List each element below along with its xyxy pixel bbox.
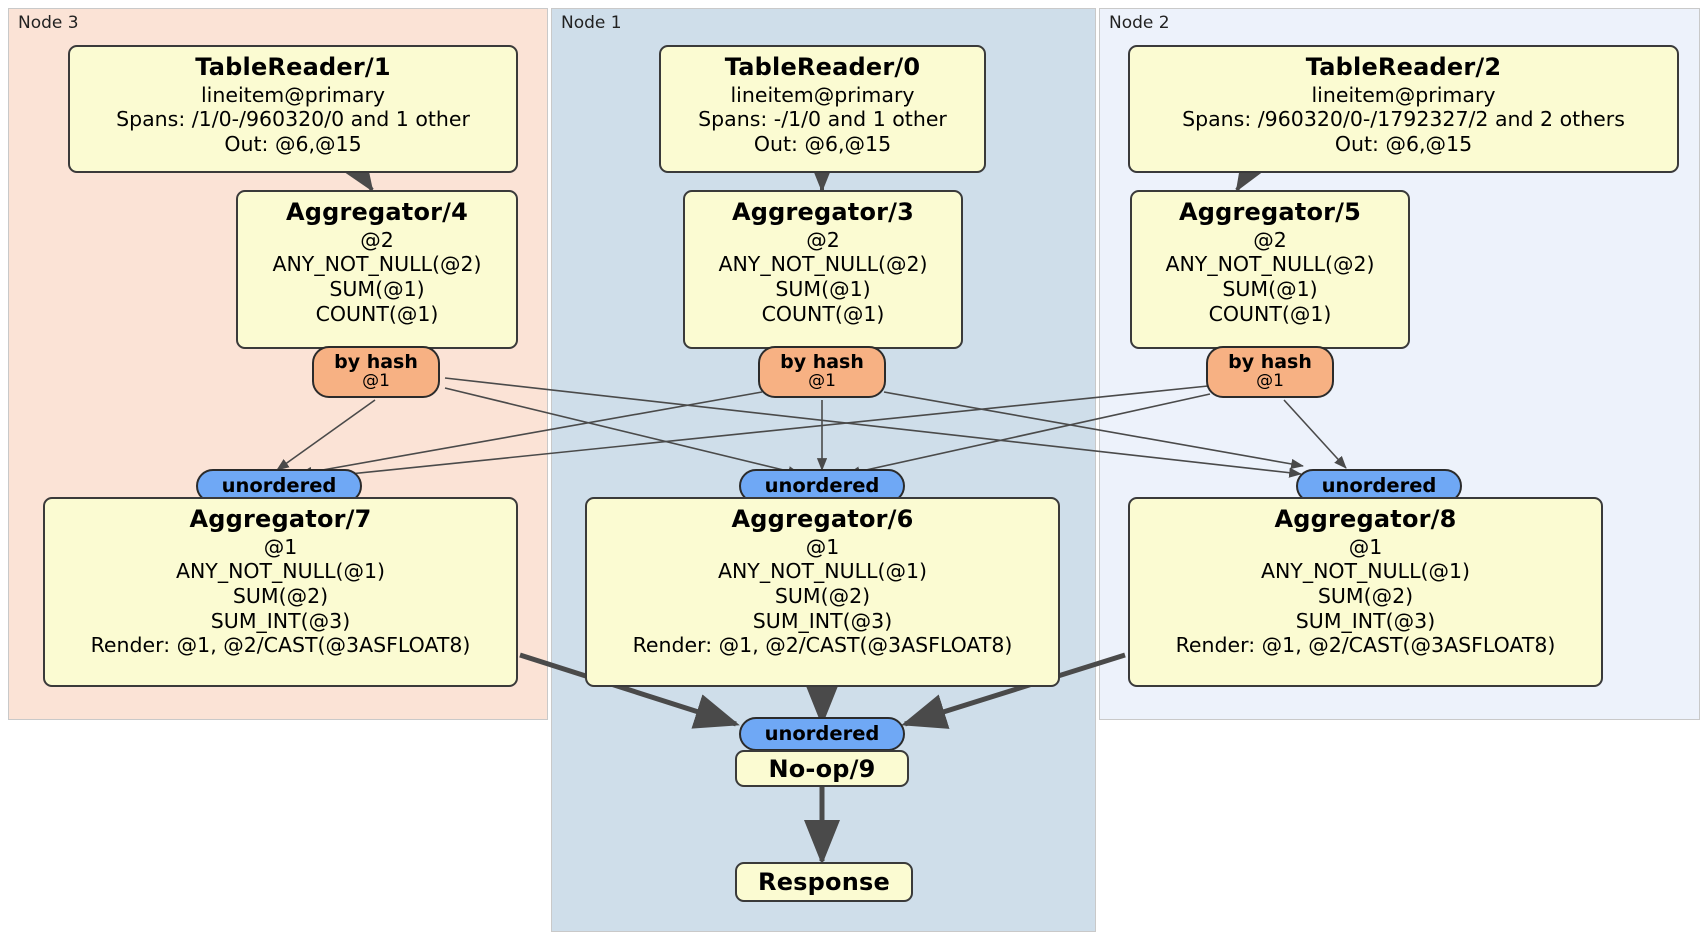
- processor-aggregator-8[interactable]: Aggregator/8 @1 ANY_NOT_NULL(@1) SUM(@2)…: [1128, 497, 1603, 687]
- processor-title: Aggregator/4: [285, 198, 469, 226]
- processor-title: Aggregator/3: [731, 198, 915, 226]
- synchronizer-label: unordered: [221, 473, 337, 497]
- processor-title: TableReader/2: [1305, 53, 1502, 81]
- processor-line: Spans: /960320/0-/1792327/2 and 2 others: [1182, 107, 1625, 132]
- hash-router-column: @1: [362, 371, 390, 392]
- processor-title: Aggregator/8: [1274, 505, 1457, 533]
- hash-router-label: by hash: [780, 351, 864, 374]
- processor-line: SUM(@1): [775, 276, 871, 301]
- processor-line: COUNT(@1): [315, 301, 439, 326]
- processor-line: @1: [1348, 534, 1383, 559]
- processor-line: SUM_INT(@3): [752, 608, 893, 633]
- processor-aggregator-3[interactable]: Aggregator/3 @2 ANY_NOT_NULL(@2) SUM(@1)…: [683, 190, 963, 349]
- processor-line: lineitem@primary: [1311, 82, 1496, 107]
- processor-aggregator-4[interactable]: Aggregator/4 @2 ANY_NOT_NULL(@2) SUM(@1)…: [236, 190, 518, 349]
- processor-line: ANY_NOT_NULL(@1): [1260, 559, 1471, 584]
- processor-line: Render: @1, @2/CAST(@3ASFLOAT8): [1175, 633, 1556, 658]
- hash-router-column: @1: [1256, 371, 1284, 392]
- processor-aggregator-7[interactable]: Aggregator/7 @1 ANY_NOT_NULL(@1) SUM(@2)…: [43, 497, 518, 687]
- processor-line: Spans: /1/0-/960320/0 and 1 other: [116, 107, 470, 132]
- processor-line: SUM(@1): [1222, 276, 1318, 301]
- processor-title: TableReader/0: [724, 53, 921, 81]
- processor-line: ANY_NOT_NULL(@2): [272, 252, 482, 277]
- processor-line: ANY_NOT_NULL(@2): [1165, 252, 1375, 277]
- processor-line: SUM(@2): [774, 583, 871, 608]
- node-region-label-node3: Node 3: [18, 13, 79, 33]
- synchronizer-label: unordered: [764, 473, 880, 497]
- hash-router-node3[interactable]: by hash @1: [312, 346, 440, 398]
- processor-line: @2: [360, 227, 394, 252]
- processor-title: Aggregator/6: [731, 505, 914, 533]
- processor-line: COUNT(@1): [761, 301, 885, 326]
- hash-router-column: @1: [808, 371, 836, 392]
- processor-line: @2: [1253, 227, 1287, 252]
- processor-tablereader-1[interactable]: TableReader/1 lineitem@primary Spans: /1…: [68, 45, 518, 173]
- synchronizer-label: unordered: [764, 721, 880, 745]
- processor-title: Response: [758, 868, 890, 896]
- hash-router-node1[interactable]: by hash @1: [758, 346, 886, 398]
- processor-line: SUM_INT(@3): [1295, 608, 1436, 633]
- processor-title: Aggregator/7: [189, 505, 372, 533]
- hash-router-label: by hash: [334, 351, 418, 374]
- processor-line: Out: @6,@15: [753, 131, 892, 156]
- processor-line: COUNT(@1): [1208, 301, 1332, 326]
- processor-line: SUM_INT(@3): [210, 608, 351, 633]
- processor-line: Out: @6,@15: [224, 131, 362, 156]
- processor-tablereader-2[interactable]: TableReader/2 lineitem@primary Spans: /9…: [1128, 45, 1679, 173]
- processor-tablereader-0[interactable]: TableReader/0 lineitem@primary Spans: -/…: [659, 45, 986, 173]
- node-region-label-node2: Node 2: [1109, 13, 1170, 33]
- processor-line: SUM(@2): [232, 583, 329, 608]
- processor-line: ANY_NOT_NULL(@1): [175, 559, 386, 584]
- synchronizer-unordered-final[interactable]: unordered: [739, 717, 905, 751]
- processor-line: lineitem@primary: [200, 82, 386, 107]
- processor-aggregator-5[interactable]: Aggregator/5 @2 ANY_NOT_NULL(@2) SUM(@1)…: [1130, 190, 1410, 349]
- processor-line: Spans: -/1/0 and 1 other: [698, 107, 947, 132]
- processor-line: ANY_NOT_NULL(@1): [717, 559, 928, 584]
- processor-aggregator-6[interactable]: Aggregator/6 @1 ANY_NOT_NULL(@1) SUM(@2)…: [585, 497, 1060, 687]
- processor-line: @1: [805, 534, 840, 559]
- hash-router-label: by hash: [1228, 351, 1312, 374]
- processor-noop-9[interactable]: No-op/9: [735, 750, 909, 787]
- processor-line: Render: @1, @2/CAST(@3ASFLOAT8): [632, 633, 1013, 658]
- processor-response[interactable]: Response: [735, 862, 913, 902]
- processor-line: SUM(@2): [1317, 583, 1414, 608]
- processor-line: Render: @1, @2/CAST(@3ASFLOAT8): [90, 633, 471, 658]
- processor-title: TableReader/1: [195, 53, 391, 81]
- processor-line: lineitem@primary: [730, 82, 915, 107]
- processor-title: No-op/9: [768, 755, 876, 783]
- processor-line: ANY_NOT_NULL(@2): [718, 252, 928, 277]
- processor-line: Out: @6,@15: [1334, 131, 1473, 156]
- hash-router-node2[interactable]: by hash @1: [1206, 346, 1334, 398]
- synchronizer-label: unordered: [1321, 473, 1437, 497]
- processor-line: @1: [263, 534, 298, 559]
- processor-line: SUM(@1): [329, 276, 425, 301]
- processor-title: Aggregator/5: [1178, 198, 1362, 226]
- processor-line: @2: [806, 227, 840, 252]
- node-region-label-node1: Node 1: [561, 13, 622, 33]
